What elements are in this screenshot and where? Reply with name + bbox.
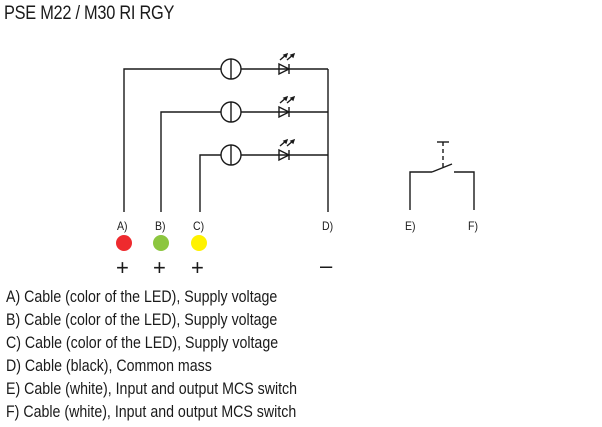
- legend-item: F) Cable (white), Input and output MCS s…: [6, 403, 297, 421]
- led-color-dot-yellow: [191, 235, 207, 251]
- wire-c: [199, 154, 221, 212]
- terminal-label-a: A): [117, 219, 128, 233]
- wire-b: [160, 111, 221, 212]
- terminal-label-d: D): [322, 219, 334, 233]
- legend-item: D) Cable (black), Common mass: [6, 357, 212, 375]
- circuit-c: [199, 138, 328, 212]
- led-color-dot-red: [116, 235, 132, 251]
- circuit-a: [123, 52, 328, 212]
- led-diode-icon: [278, 52, 296, 76]
- wire-a: [123, 68, 221, 212]
- terminal-label-c: C): [193, 219, 205, 233]
- mcs-switch-icon: [409, 141, 475, 210]
- cable-legend: A) Cable (color of the LED), Supply volt…: [6, 286, 344, 424]
- lamp-icon: [220, 144, 242, 166]
- legend-item: A) Cable (color of the LED), Supply volt…: [6, 288, 278, 306]
- legend-item: B) Cable (color of the LED), Supply volt…: [6, 311, 278, 329]
- led-diode-icon: [278, 138, 296, 162]
- terminal-label-f: F): [468, 219, 478, 233]
- led-color-dot-green: [153, 235, 169, 251]
- terminal-label-e: E): [405, 219, 416, 233]
- terminal-label-b: B): [155, 219, 166, 233]
- polarity-a: +: [116, 255, 129, 280]
- led-diode-icon: [278, 95, 296, 119]
- polarity-b: +: [153, 255, 166, 280]
- polarity-d: –: [320, 253, 333, 278]
- lamp-icon: [220, 101, 242, 123]
- circuit-b: [160, 95, 328, 212]
- legend-item: C) Cable (color of the LED), Supply volt…: [6, 334, 279, 352]
- diagram-title: PSE M22 / M30 RI RGY: [4, 3, 175, 24]
- legend-item: E) Cable (white), Input and output MCS s…: [6, 380, 298, 398]
- polarity-c: +: [191, 255, 204, 280]
- lamp-icon: [220, 58, 242, 80]
